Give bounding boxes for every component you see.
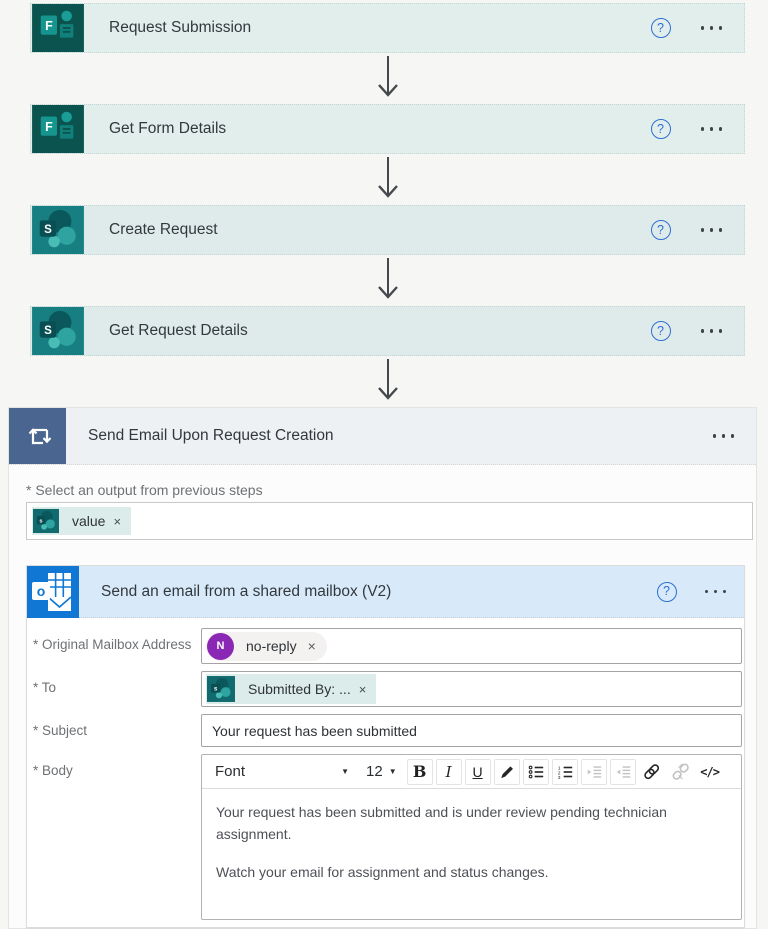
flow-arrow <box>30 154 745 205</box>
card-title: Get Form Details <box>109 120 227 137</box>
bold-button[interactable]: B <box>406 758 433 785</box>
more-options-icon[interactable] <box>700 26 722 30</box>
card-title: Create Request <box>109 221 218 238</box>
submitted-by-token[interactable]: s Submitted By: ... × <box>206 674 377 704</box>
mailbox-label: * Original Mailbox Address <box>33 637 192 652</box>
svg-text:F: F <box>45 19 53 33</box>
flow-arrow <box>30 356 745 407</box>
body-paragraph: Your request has been submitted and is u… <box>216 804 667 843</box>
more-options-icon[interactable] <box>700 228 722 232</box>
unlink-button[interactable] <box>667 758 694 785</box>
font-family-value: Font <box>215 763 246 780</box>
remove-token-icon[interactable]: × <box>358 681 367 697</box>
editor-toolbar: Font ▼ 12 ▼ B I U <box>202 755 741 789</box>
remove-token-icon[interactable]: × <box>307 638 316 654</box>
underline-button[interactable]: U <box>464 758 491 785</box>
body-paragraph: Watch your email for assignment and stat… <box>216 863 549 880</box>
outdent-button[interactable] <box>609 758 636 785</box>
card-title: Get Request Details <box>109 322 248 339</box>
rich-text-editor: Font ▼ 12 ▼ B I U <box>201 754 742 920</box>
output-select-label: * Select an output from previous steps <box>26 482 263 498</box>
no-reply-token[interactable]: N no-reply × <box>206 631 327 661</box>
sharepoint-icon: S <box>31 206 85 254</box>
sharepoint-icon: S <box>31 307 85 355</box>
svg-text:3: 3 <box>557 775 560 781</box>
loop-icon <box>9 408 66 464</box>
send-email-header[interactable]: o Send an email from a shared mailbox (V… <box>27 565 744 618</box>
svg-text:S: S <box>44 224 52 236</box>
more-options-icon[interactable] <box>704 589 726 594</box>
font-size-value: 12 <box>366 763 383 780</box>
card-title: Request Submission <box>109 19 252 36</box>
outlook-icon: o <box>27 565 79 618</box>
svg-text:s: s <box>214 686 218 693</box>
apply-to-each-title: Send Email Upon Request Creation <box>88 427 334 444</box>
forms-icon: F <box>31 105 85 153</box>
subject-value: Your request has been submitted <box>212 722 417 739</box>
token-label: no-reply <box>246 638 297 654</box>
mailbox-input[interactable]: N no-reply × <box>201 628 742 664</box>
token-label: Submitted By: ... <box>248 681 351 697</box>
help-icon[interactable]: ? <box>656 581 677 602</box>
sharepoint-token-icon: s <box>33 508 59 534</box>
more-options-icon[interactable] <box>700 329 722 333</box>
action-card-get-form-details[interactable]: F Get Form Details ? <box>30 104 745 154</box>
send-email-action-card: o Send an email from a shared mailbox (V… <box>26 565 745 928</box>
to-input[interactable]: s Submitted By: ... × <box>201 671 742 707</box>
link-button[interactable] <box>638 758 665 785</box>
help-icon[interactable]: ? <box>650 18 671 38</box>
indent-button[interactable] <box>580 758 607 785</box>
action-card-get-request-details[interactable]: S Get Request Details ? <box>30 306 745 356</box>
chevron-down-icon: ▼ <box>341 767 349 776</box>
help-icon[interactable]: ? <box>650 220 671 240</box>
underline-glyph: U <box>472 763 483 780</box>
sharepoint-token-icon: s <box>207 675 235 703</box>
flow-arrow <box>30 255 745 306</box>
svg-text:2: 2 <box>557 770 560 776</box>
flow-arrow <box>30 53 745 104</box>
font-size-select[interactable]: 12 ▼ <box>363 763 400 780</box>
bold-glyph: B <box>412 762 427 781</box>
more-options-icon[interactable] <box>712 434 734 438</box>
svg-text:o: o <box>37 583 46 599</box>
forms-icon: F <box>31 4 85 52</box>
chevron-down-icon: ▼ <box>388 767 397 776</box>
email-body-input[interactable]: Your request has been submitted and is u… <box>202 789 741 919</box>
italic-button[interactable]: I <box>435 758 462 785</box>
output-select-input[interactable]: s value × <box>26 502 753 540</box>
apply-to-each-container: Send Email Upon Request Creation * Selec… <box>8 407 757 929</box>
more-options-icon[interactable] <box>700 127 722 131</box>
svg-text:1: 1 <box>557 765 560 771</box>
remove-token-icon[interactable]: × <box>113 513 122 529</box>
highlight-pen-button[interactable] <box>493 758 520 785</box>
action-card-request-submission[interactable]: F Request Submission ? <box>30 3 745 53</box>
font-family-select[interactable]: Font ▼ <box>207 763 357 780</box>
subject-input[interactable]: Your request has been submitted <box>201 714 742 747</box>
help-icon[interactable]: ? <box>650 119 671 139</box>
bullet-list-button[interactable] <box>522 758 549 785</box>
svg-text:F: F <box>45 120 53 134</box>
code-view-button[interactable]: </> <box>696 758 723 785</box>
to-label: * To <box>33 680 57 695</box>
apply-to-each-header[interactable]: Send Email Upon Request Creation <box>9 408 756 465</box>
code-glyph: </> <box>700 764 720 779</box>
value-token[interactable]: s value × <box>32 507 132 535</box>
subject-label: * Subject <box>33 723 88 738</box>
body-label: * Body <box>33 763 73 778</box>
token-label: value <box>72 513 106 529</box>
action-card-create-request[interactable]: S Create Request ? <box>30 205 745 255</box>
svg-text:S: S <box>44 325 52 337</box>
contact-avatar: N <box>207 632 234 660</box>
italic-glyph: I <box>445 762 452 781</box>
send-email-title: Send an email from a shared mailbox (V2) <box>101 582 392 600</box>
help-icon[interactable]: ? <box>650 321 671 341</box>
svg-text:s: s <box>39 518 42 524</box>
